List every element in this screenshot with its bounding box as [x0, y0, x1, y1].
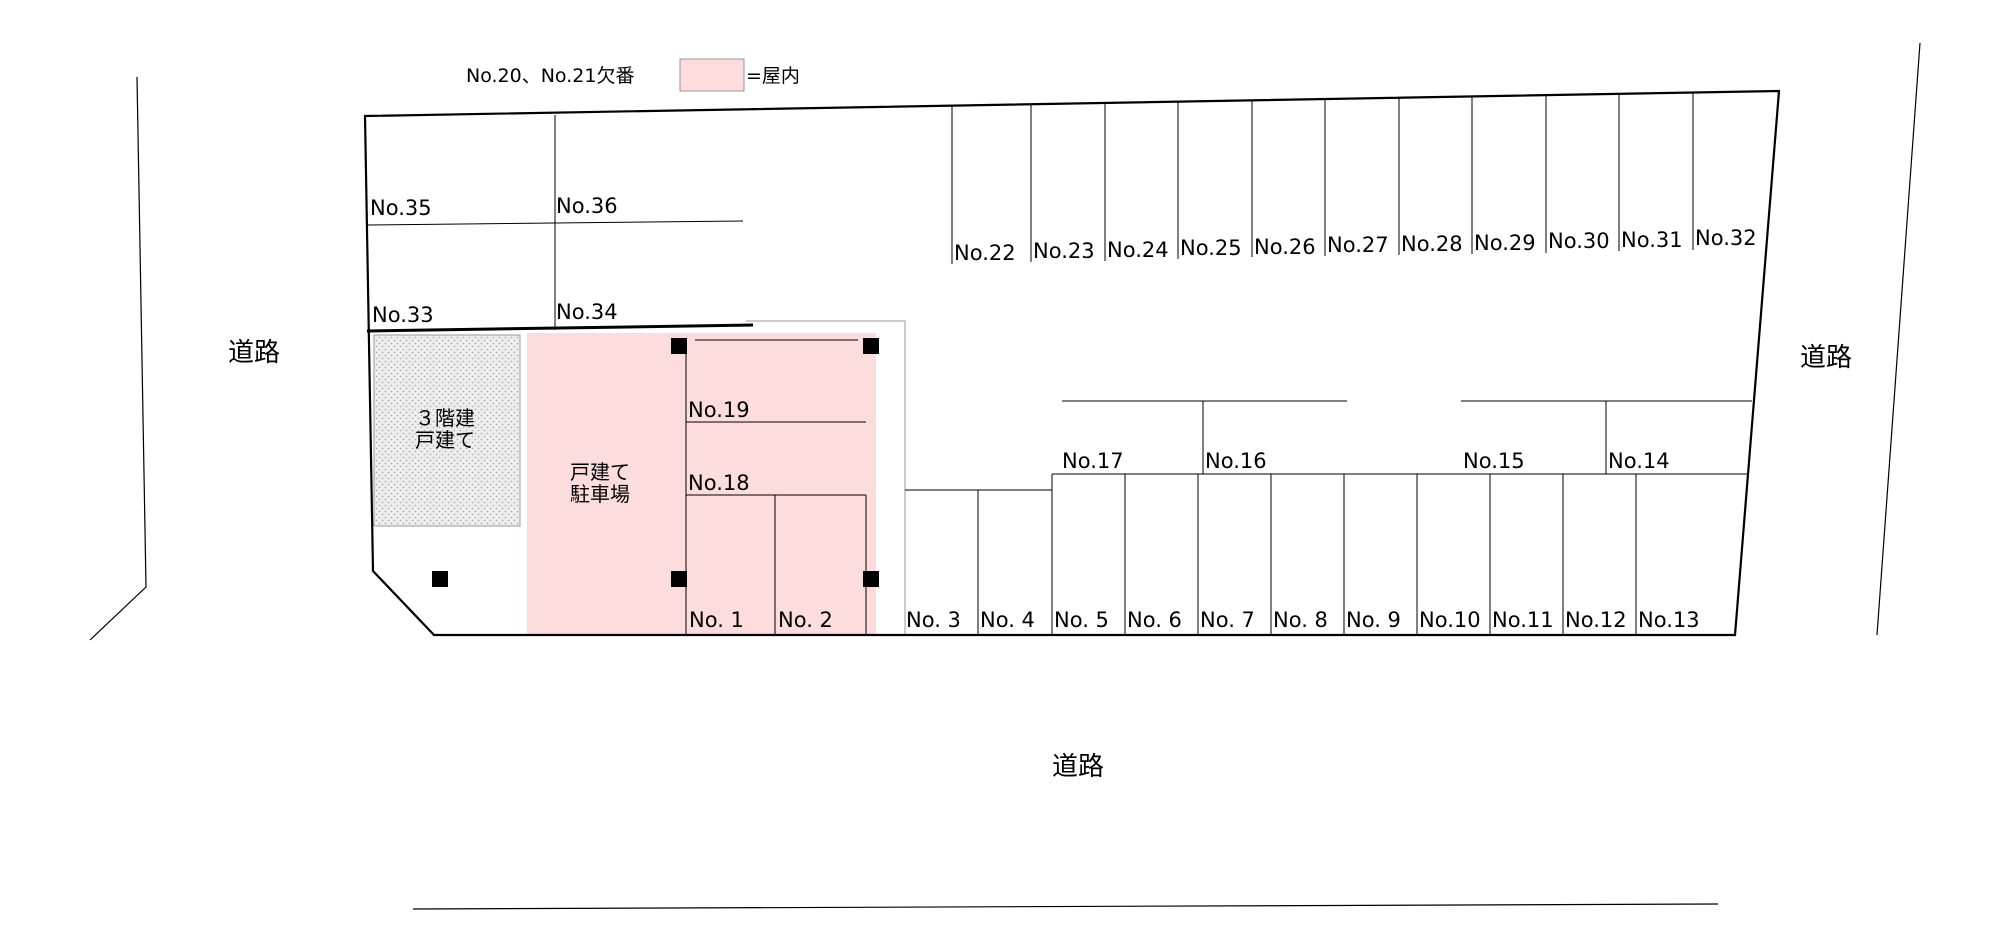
slot-label-4: No. 4 — [980, 608, 1035, 632]
slot-label-23: No.23 — [1033, 239, 1095, 263]
slot-label-27: No.27 — [1327, 233, 1389, 257]
slot-label-6: No. 6 — [1127, 608, 1182, 632]
road-label-east: 道路 — [1800, 343, 1852, 373]
slot-label-28: No.28 — [1401, 232, 1463, 256]
pillar — [671, 338, 687, 354]
slot-label-26: No.26 — [1254, 235, 1316, 259]
slot-label-32: No.32 — [1695, 226, 1757, 250]
slot-label-24: No.24 — [1107, 238, 1169, 262]
slot-label-12: No.12 — [1565, 608, 1627, 632]
slot-label-16: No.16 — [1205, 449, 1267, 473]
slot-label-29: No.29 — [1474, 231, 1536, 255]
slot-label-17: No.17 — [1062, 449, 1124, 473]
slot-label-1: No. 1 — [689, 608, 744, 632]
slot-label-33: No.33 — [372, 303, 434, 327]
slot-label-10: No.10 — [1419, 608, 1481, 632]
slot-labels: No.35 No.36 No.33 No.34 No.22 No.23 No.2… — [370, 194, 1757, 632]
three-storey-house-label-1: ３階建 — [415, 406, 475, 430]
slot-label-30: No.30 — [1548, 229, 1610, 253]
legend-indoor-swatch — [679, 58, 745, 92]
pillar — [432, 571, 448, 587]
slot-label-7: No. 7 — [1200, 608, 1255, 632]
indoor-parking-area — [527, 333, 876, 635]
three-storey-house-label-2: 戸建て — [415, 428, 475, 452]
road-label-south: 道路 — [1052, 752, 1104, 782]
slot-label-5: No. 5 — [1054, 608, 1109, 632]
three-storey-house — [373, 334, 521, 527]
slot-label-8: No. 8 — [1273, 608, 1328, 632]
parking-lines — [366, 93, 1752, 635]
slot-label-14: No.14 — [1608, 449, 1670, 473]
slot-label-35: No.35 — [370, 196, 432, 220]
pillar — [671, 571, 687, 587]
slot-label-11: No.11 — [1492, 608, 1554, 632]
slot-label-15: No.15 — [1463, 449, 1525, 473]
slot-label-36: No.36 — [556, 194, 618, 218]
slot-label-25: No.25 — [1180, 236, 1242, 260]
slot-label-19: No.19 — [688, 398, 750, 422]
slot-label-18: No.18 — [688, 471, 750, 495]
indoor-roof-outline — [746, 320, 906, 635]
road-label-west: 道路 — [228, 338, 280, 368]
legend-indoor-label: =屋内 — [746, 65, 800, 87]
missing-numbers-note: No.20、No.21欠番 — [466, 65, 634, 87]
slot-label-2: No. 2 — [778, 608, 833, 632]
house-parking-label-1: 戸建て — [570, 460, 630, 484]
slot-label-22: No.22 — [954, 241, 1016, 265]
slot-label-13: No.13 — [1638, 608, 1700, 632]
slot-label-31: No.31 — [1621, 228, 1683, 252]
slot-label-9: No. 9 — [1346, 608, 1401, 632]
house-parking-label-2: 駐車場 — [570, 482, 630, 506]
pillar — [863, 571, 879, 587]
slot-label-34: No.34 — [556, 300, 618, 324]
road-boundaries — [89, 42, 1921, 910]
pillars — [432, 338, 879, 587]
site-boundary — [363, 89, 1781, 637]
slot-label-3: No. 3 — [906, 608, 961, 632]
pillar — [863, 338, 879, 354]
